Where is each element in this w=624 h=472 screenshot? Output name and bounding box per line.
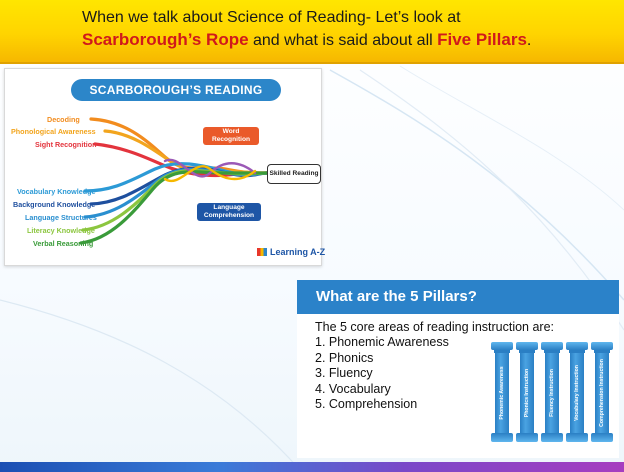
list-item: 2. Phonics (315, 351, 449, 367)
language-comprehension-line-2: Comprehension (197, 212, 261, 220)
pillars-heading: What are the 5 Pillars? (297, 280, 619, 314)
slide-header: When we talk about Science of Reading- L… (0, 0, 624, 64)
word-recognition-line-1: Word (203, 128, 259, 136)
pillar-column: Phonics Instruction (516, 342, 538, 442)
scarborough-rope-highlight: Scarborough’s Rope (82, 30, 249, 49)
list-item: 1. Phonemic Awareness (315, 335, 449, 351)
pillars-columns-illustration: Phonemic Awareness Phonics Instruction F… (491, 342, 615, 442)
pillar-column: Fluency Instruction (541, 342, 563, 442)
pillar-column-label: Phonemic Awareness (499, 366, 505, 419)
list-item: 4. Vocabulary (315, 382, 449, 398)
footer-gradient-bar (0, 462, 624, 472)
reading-rope-image: SCARBOROUGH’S READING ROPE Decoding Phon… (4, 68, 322, 266)
header-mid-text: and what is said about all (249, 32, 438, 49)
learning-az-logo-icon (257, 248, 267, 256)
header-line-2: Scarborough’s Rope and what is said abou… (82, 30, 602, 50)
word-recognition-line-2: Recognition (203, 136, 259, 144)
five-pillars-highlight: Five Pillars (437, 30, 527, 49)
list-item: 3. Fluency (315, 366, 449, 382)
language-comprehension-line-1: Language (197, 204, 261, 212)
pillar-column-label: Fluency Instruction (549, 369, 555, 417)
pillar-column-label: Comprehension Instruction (599, 359, 605, 427)
pillar-column: Phonemic Awareness (491, 342, 513, 442)
header-line-1: When we talk about Science of Reading- L… (82, 9, 602, 27)
pillars-intro: The 5 core areas of reading instruction … (315, 320, 554, 334)
learning-az-logo-text: Learning A-Z (270, 247, 325, 257)
learning-az-logo: Learning A-Z (257, 247, 325, 257)
pillar-column-label: Vocabulary Instruction (574, 365, 580, 421)
five-pillars-panel: What are the 5 Pillars? The 5 core areas… (297, 280, 619, 458)
pillar-column-label: Phonics Instruction (524, 369, 530, 417)
list-item: 5. Comprehension (315, 397, 449, 413)
pillar-column: Vocabulary Instruction (566, 342, 588, 442)
pillars-list: 1. Phonemic Awareness 2. Phonics 3. Flue… (315, 335, 449, 413)
skilled-reading-box: Skilled Reading (267, 164, 321, 184)
header-end-text: . (527, 32, 531, 49)
pillar-column: Comprehension Instruction (591, 342, 613, 442)
